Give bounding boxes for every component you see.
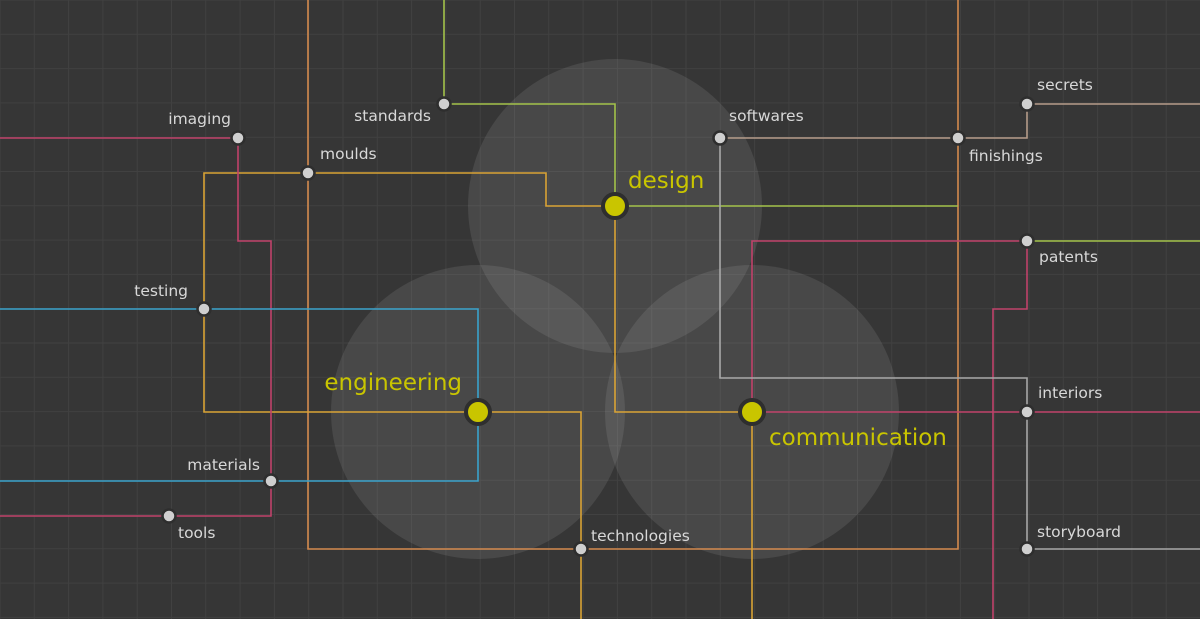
label-moulds: moulds bbox=[320, 145, 377, 163]
line-standards-design bbox=[443, 0, 616, 206]
label-materials: materials bbox=[187, 456, 260, 474]
label-interiors: interiors bbox=[1038, 384, 1102, 402]
line-softwares-secrets bbox=[720, 103, 1200, 139]
node-softwares[interactable] bbox=[712, 130, 728, 146]
node-interiors[interactable] bbox=[1019, 404, 1035, 420]
node-labels: imaging standards moulds softwares secre… bbox=[134, 76, 1121, 545]
node-secrets[interactable] bbox=[1019, 96, 1035, 112]
hub-labels: design engineering communication bbox=[324, 168, 947, 451]
node-technologies[interactable] bbox=[573, 541, 589, 557]
node-patents[interactable] bbox=[1019, 233, 1035, 249]
label-design: design bbox=[628, 168, 704, 194]
label-imaging: imaging bbox=[168, 110, 231, 128]
label-testing: testing bbox=[134, 282, 188, 300]
label-communication: communication bbox=[769, 425, 947, 451]
label-softwares: softwares bbox=[729, 107, 804, 125]
label-tools: tools bbox=[178, 524, 215, 542]
line-testing-materials bbox=[0, 308, 479, 482]
line-testing-engineering bbox=[203, 309, 478, 413]
node-storyboard[interactable] bbox=[1019, 541, 1035, 557]
label-secrets: secrets bbox=[1037, 76, 1093, 94]
line-communication-patents bbox=[751, 240, 1028, 619]
hub-design[interactable] bbox=[601, 192, 629, 220]
label-standards: standards bbox=[354, 107, 431, 125]
hubs bbox=[464, 192, 766, 426]
label-finishings: finishings bbox=[969, 147, 1043, 165]
node-standards[interactable] bbox=[436, 96, 452, 112]
hub-communication[interactable] bbox=[738, 398, 766, 426]
node-materials[interactable] bbox=[263, 473, 279, 489]
label-patents: patents bbox=[1039, 248, 1098, 266]
node-imaging[interactable] bbox=[230, 130, 246, 146]
hub-engineering[interactable] bbox=[464, 398, 492, 426]
line-softwares-storyboard bbox=[719, 138, 1200, 550]
line-moulds-design bbox=[203, 172, 615, 309]
label-technologies: technologies bbox=[591, 527, 690, 545]
label-storyboard: storyboard bbox=[1037, 523, 1121, 541]
line-design-communication bbox=[614, 206, 753, 619]
node-finishings[interactable] bbox=[950, 130, 966, 146]
node-tools[interactable] bbox=[161, 508, 177, 524]
node-moulds[interactable] bbox=[300, 165, 316, 181]
node-testing[interactable] bbox=[196, 301, 212, 317]
label-engineering: engineering bbox=[324, 370, 462, 396]
nodes bbox=[161, 96, 1035, 557]
line-outer-frame bbox=[307, 0, 959, 550]
